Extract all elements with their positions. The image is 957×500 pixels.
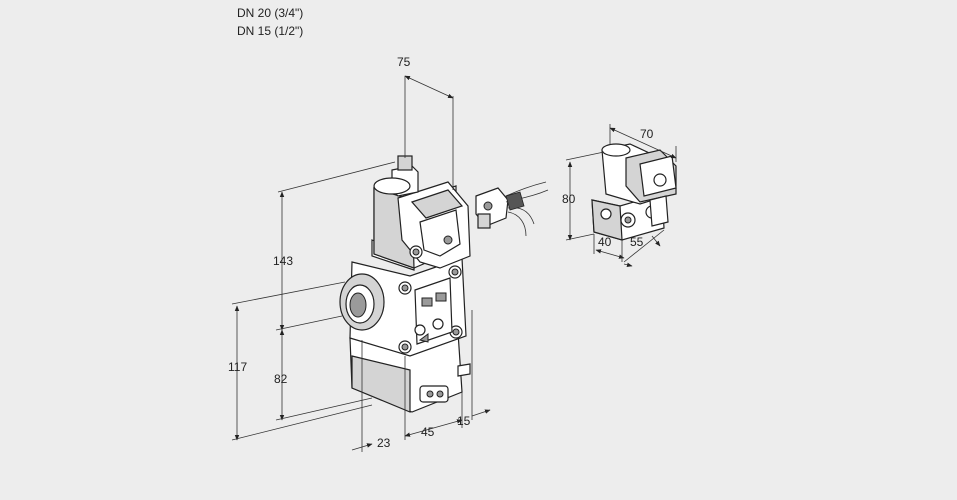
diagram-title-line-1: DN 20 (3/4")	[237, 6, 304, 20]
detail-dimension-lines	[565, 124, 677, 267]
base-port	[419, 385, 449, 403]
dim-label-15: 15	[457, 414, 471, 428]
valve-base-side	[351, 355, 411, 413]
dim-label-117: 117	[228, 360, 247, 374]
dim-label-23: 23	[377, 436, 391, 450]
dim-label-55: 55	[630, 235, 644, 249]
dim-label-70: 70	[640, 127, 654, 141]
test-nipple	[457, 363, 471, 377]
dim-label-45: 45	[421, 425, 435, 439]
dim-label-40: 40	[598, 235, 612, 249]
diagram-title-line-2: DN 15 (1/2")	[237, 24, 304, 38]
dim-label-80: 80	[562, 192, 576, 206]
dim-label-82: 82	[274, 372, 288, 386]
detail-actuator	[591, 143, 677, 241]
dimension-lines	[231, 75, 491, 452]
dim-label-75: 75	[397, 55, 411, 69]
cable-connector	[475, 181, 549, 237]
valve-assembly	[339, 155, 471, 413]
dim-label-143: 143	[273, 254, 293, 268]
